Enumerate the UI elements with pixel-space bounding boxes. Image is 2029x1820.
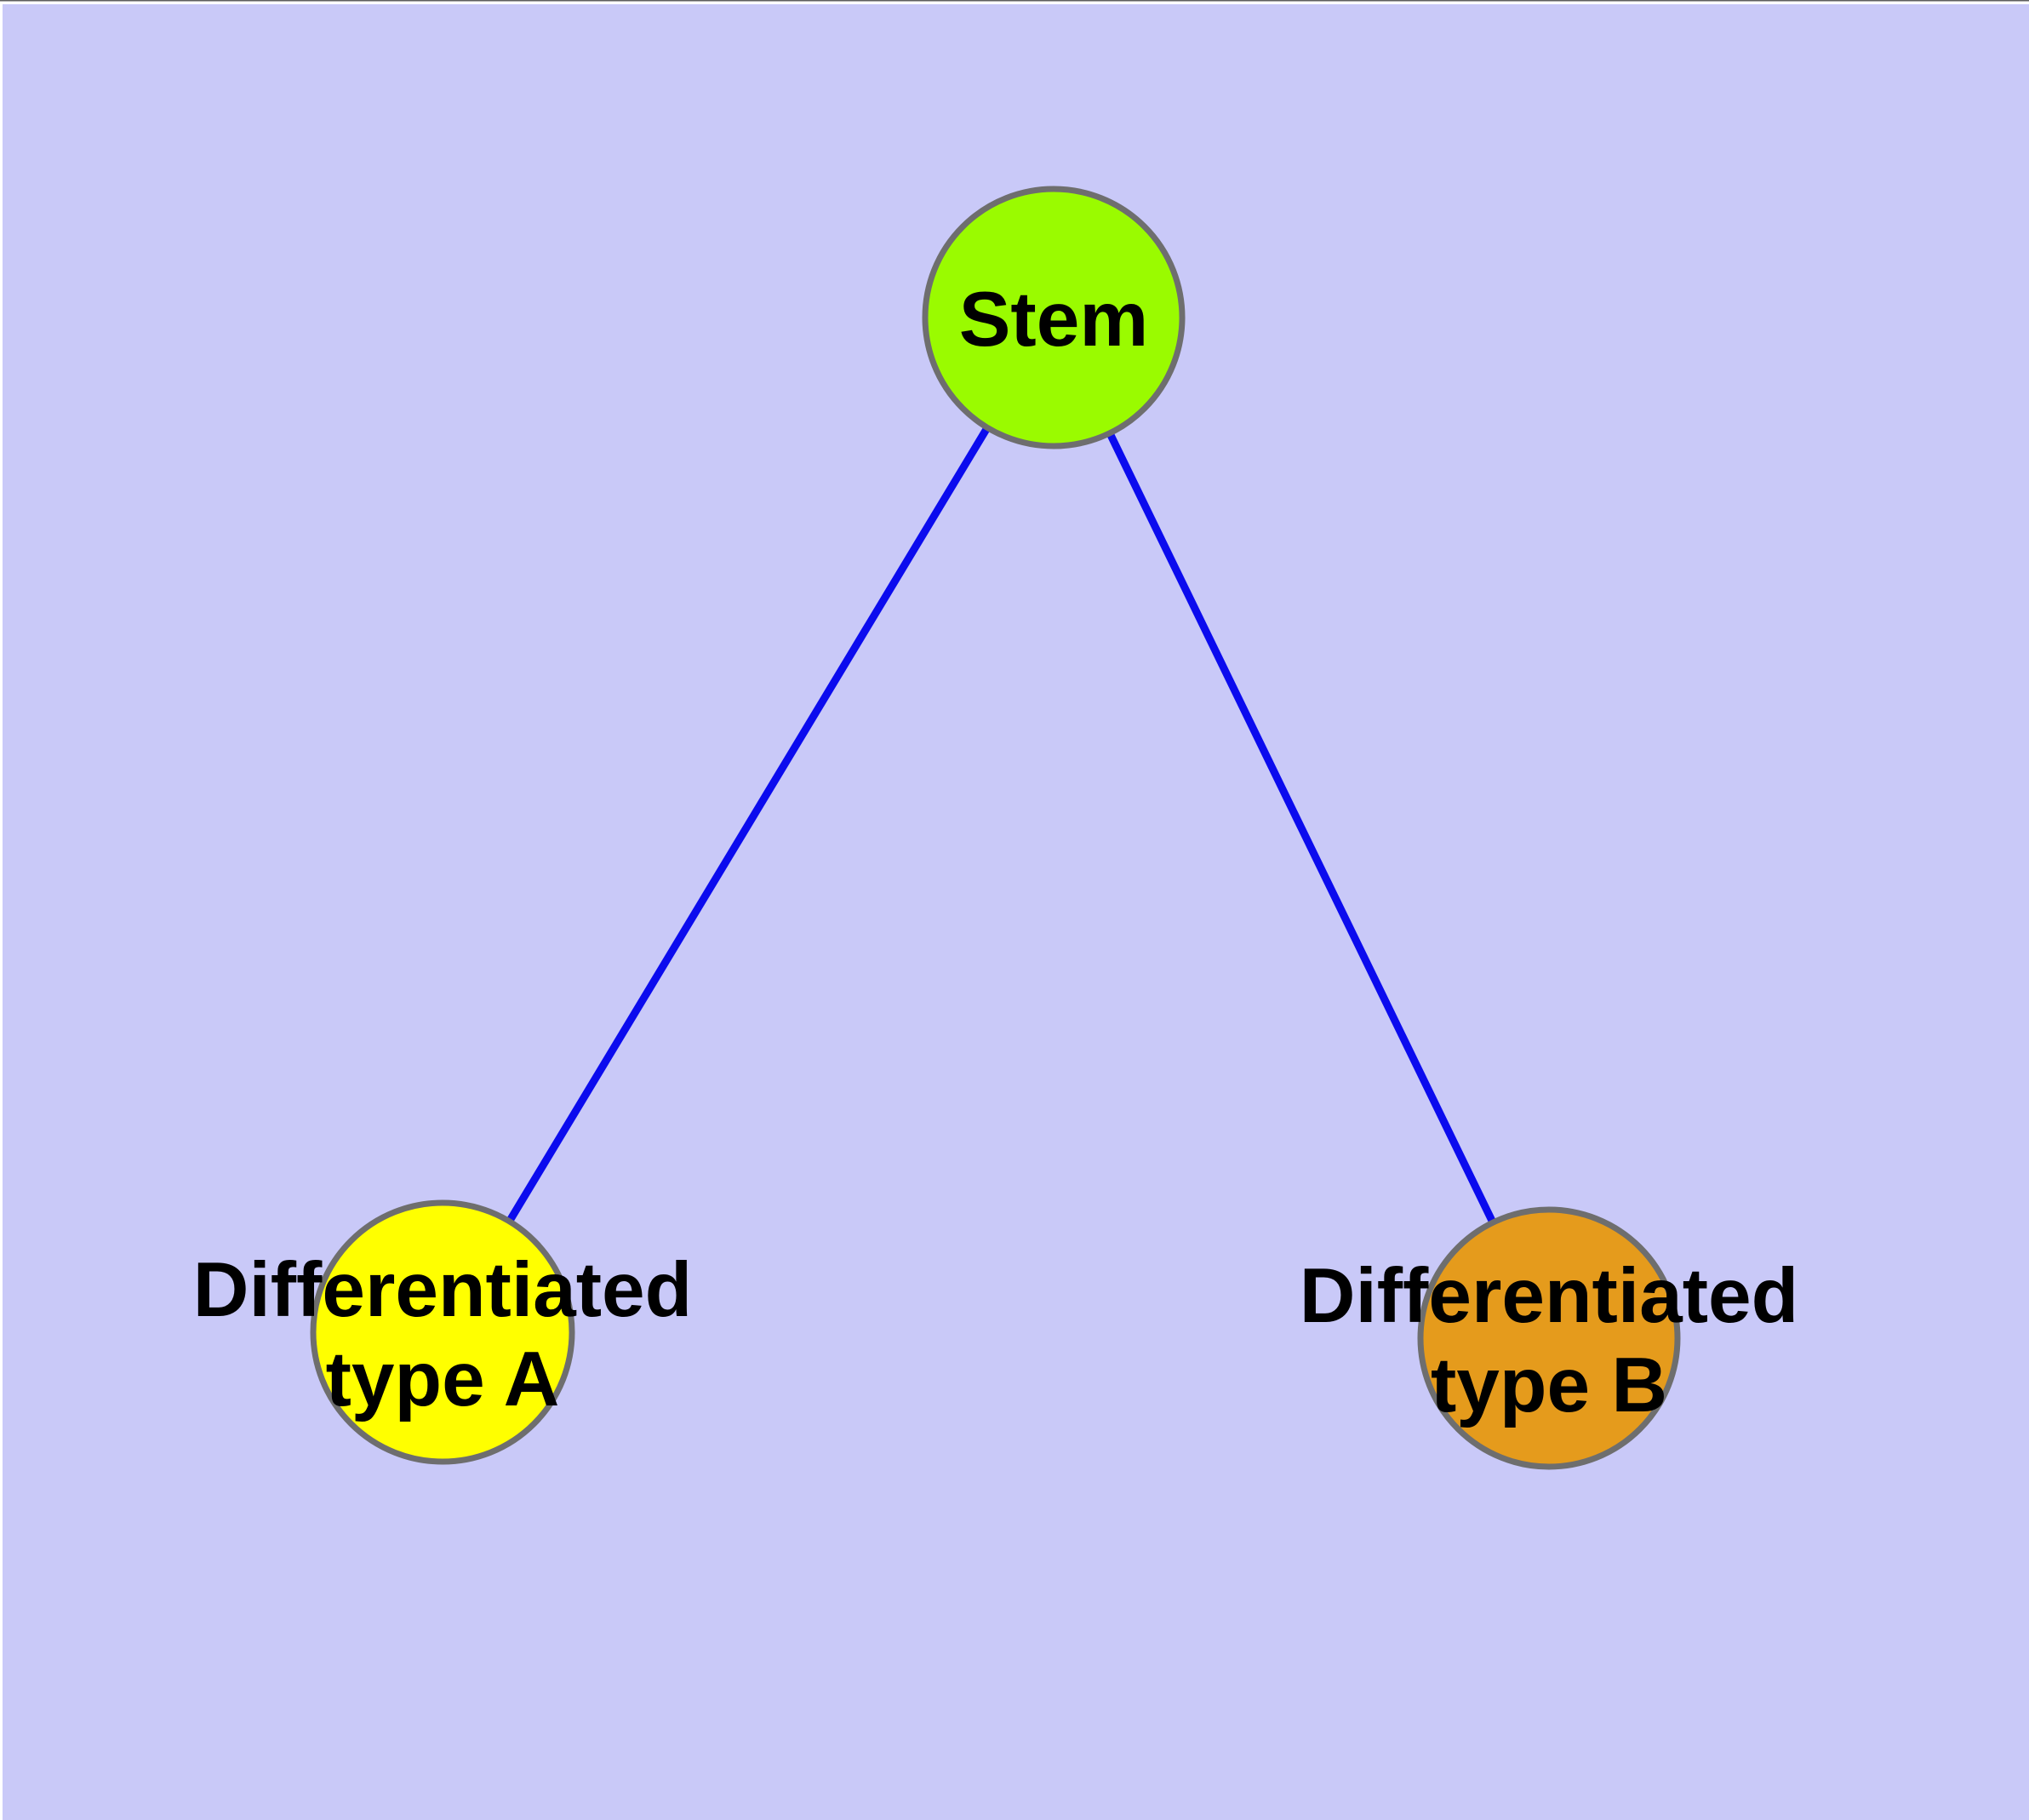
- node-stem-label: Stem: [959, 277, 1149, 363]
- node-stem-circle: [922, 186, 1186, 449]
- window-top-edge: [0, 0, 2029, 2]
- node-type-a-label-line2: type A: [326, 1336, 560, 1422]
- node-type-a-label-line1: Differentiated: [193, 1247, 693, 1333]
- node-type-b-label-line2: type B: [1431, 1342, 1667, 1428]
- edge-stem-to-type-b: [1049, 316, 1553, 1340]
- node-type-b-circle: [1417, 1206, 1681, 1470]
- node-type-a-circle: [310, 1199, 575, 1465]
- edge-stem-to-type-a: [439, 315, 1057, 1335]
- node-type-b-label-line1: Differentiated: [1300, 1253, 1799, 1339]
